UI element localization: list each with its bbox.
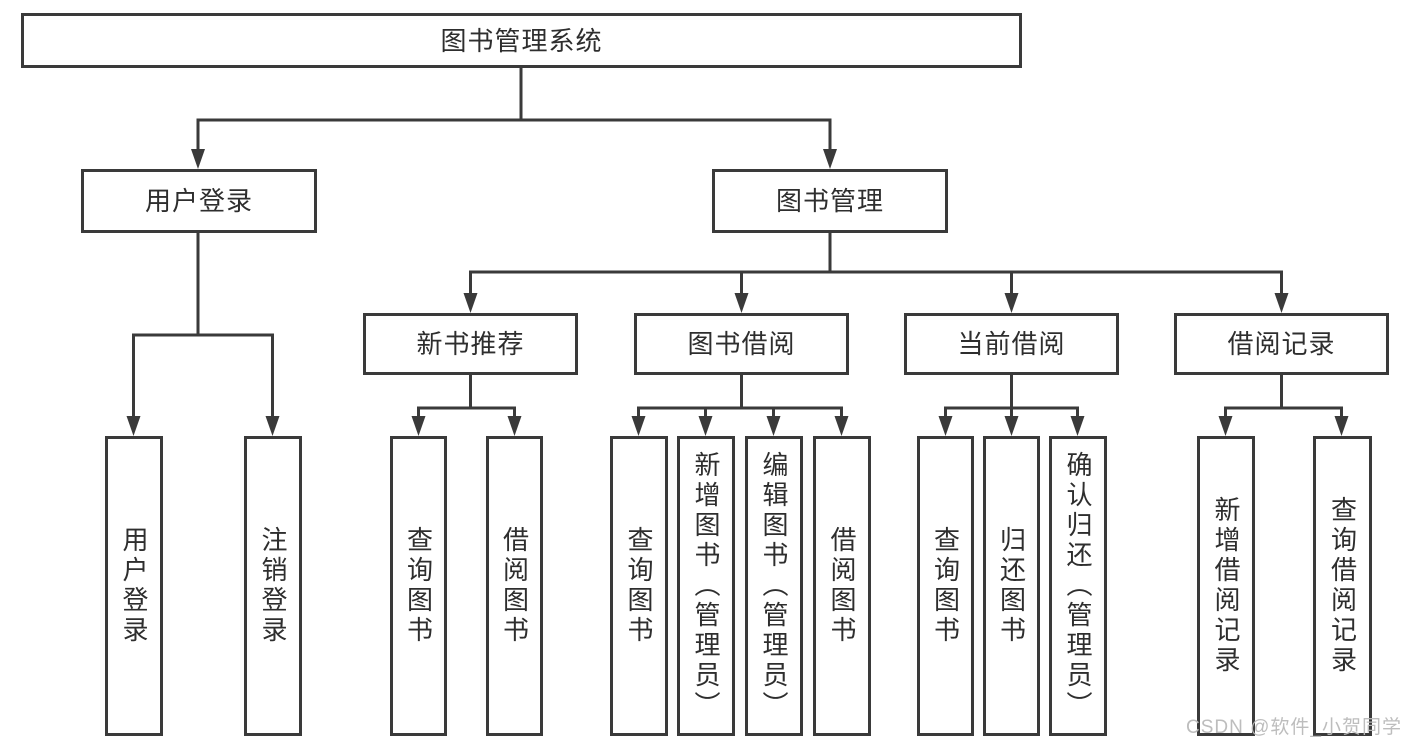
arrowhead	[507, 416, 522, 436]
node-label: 查询图书	[624, 526, 654, 646]
node-label: 编辑图书（管理员）	[759, 451, 789, 721]
node-label: 图书借阅	[687, 329, 796, 359]
node-label: 当前借阅	[957, 329, 1066, 359]
node-label: 借阅图书	[499, 526, 530, 646]
node-label: 查询借阅记录	[1327, 496, 1358, 676]
arrowhead	[734, 293, 749, 313]
leaf-borrow-books-recommend: 借阅图书	[486, 436, 543, 736]
node-label: 新书推荐	[416, 329, 525, 359]
node-book-borrowing: 图书借阅	[634, 313, 849, 375]
leaf-return-books: 归还图书	[983, 436, 1040, 736]
node-label: 注销登录	[258, 526, 288, 646]
arrowheads	[126, 149, 1349, 436]
leaf-edit-book-admin: 编辑图书（管理员）	[745, 436, 803, 736]
connector-root-to-level2	[196, 68, 832, 151]
connector-current-to-leaves	[944, 375, 1079, 418]
node-label: 确认归还（管理员）	[1063, 451, 1093, 721]
arrowhead	[938, 416, 953, 436]
arrowhead	[1274, 293, 1289, 313]
arrowhead	[1070, 416, 1085, 436]
arrowhead	[766, 416, 781, 436]
node-label: 查询图书	[403, 526, 434, 646]
arrowhead	[834, 416, 849, 436]
node-label: 用户登录	[119, 526, 149, 646]
arrowhead	[631, 416, 646, 436]
leaf-query-books-borrowing: 查询图书	[610, 436, 668, 736]
node-label: 图书管理系统	[440, 25, 603, 56]
leaf-query-borrow-record: 查询借阅记录	[1313, 436, 1372, 736]
leaf-query-books-recommend: 查询图书	[390, 436, 447, 736]
arrowhead	[698, 416, 713, 436]
arrowhead	[463, 293, 478, 313]
leaf-borrow-books-borrowing: 借阅图书	[813, 436, 871, 736]
node-label: 新增借阅记录	[1211, 496, 1241, 676]
node-label: 借阅记录	[1227, 329, 1336, 359]
node-label: 归还图书	[996, 526, 1027, 646]
leaf-add-borrow-record: 新增借阅记录	[1197, 436, 1255, 736]
csdn-watermark: CSDN @软件_小贺同学	[1186, 717, 1402, 738]
connector-newbooks-to-leaves	[417, 375, 516, 418]
node-label: 新增图书（管理员）	[691, 451, 721, 721]
leaf-logout: 注销登录	[244, 436, 302, 736]
arrowhead	[191, 149, 205, 169]
node-user-login: 用户登录	[81, 169, 317, 233]
arrowhead	[1004, 416, 1019, 436]
node-new-book-recommend: 新书推荐	[363, 313, 578, 375]
node-root-system: 图书管理系统	[21, 13, 1022, 68]
node-label: 图书管理	[775, 186, 884, 216]
arrowhead	[1218, 416, 1233, 436]
node-label: 借阅图书	[827, 526, 857, 646]
leaf-add-book-admin: 新增图书（管理员）	[677, 436, 735, 736]
arrowhead	[823, 149, 837, 169]
arrowhead	[1004, 293, 1019, 313]
arrowhead	[1334, 416, 1349, 436]
leaf-confirm-return-admin: 确认归还（管理员）	[1049, 436, 1107, 736]
connector-borrowing-to-leaves	[637, 375, 843, 418]
arrowhead	[126, 416, 141, 436]
leaf-query-books-current: 查询图书	[917, 436, 974, 736]
leaf-user-login: 用户登录	[105, 436, 163, 736]
connector-bookmgmt-to-level3	[469, 233, 1283, 295]
node-borrowing-records: 借阅记录	[1174, 313, 1389, 375]
connector-userlogin-to-leaves	[132, 233, 274, 418]
node-label: 用户登录	[144, 186, 253, 216]
arrowhead	[265, 416, 280, 436]
node-label: 查询图书	[930, 526, 961, 646]
node-book-management: 图书管理	[712, 169, 948, 233]
node-current-borrowing: 当前借阅	[904, 313, 1119, 375]
connector-records-to-leaves	[1224, 375, 1343, 418]
arrowhead	[411, 416, 426, 436]
